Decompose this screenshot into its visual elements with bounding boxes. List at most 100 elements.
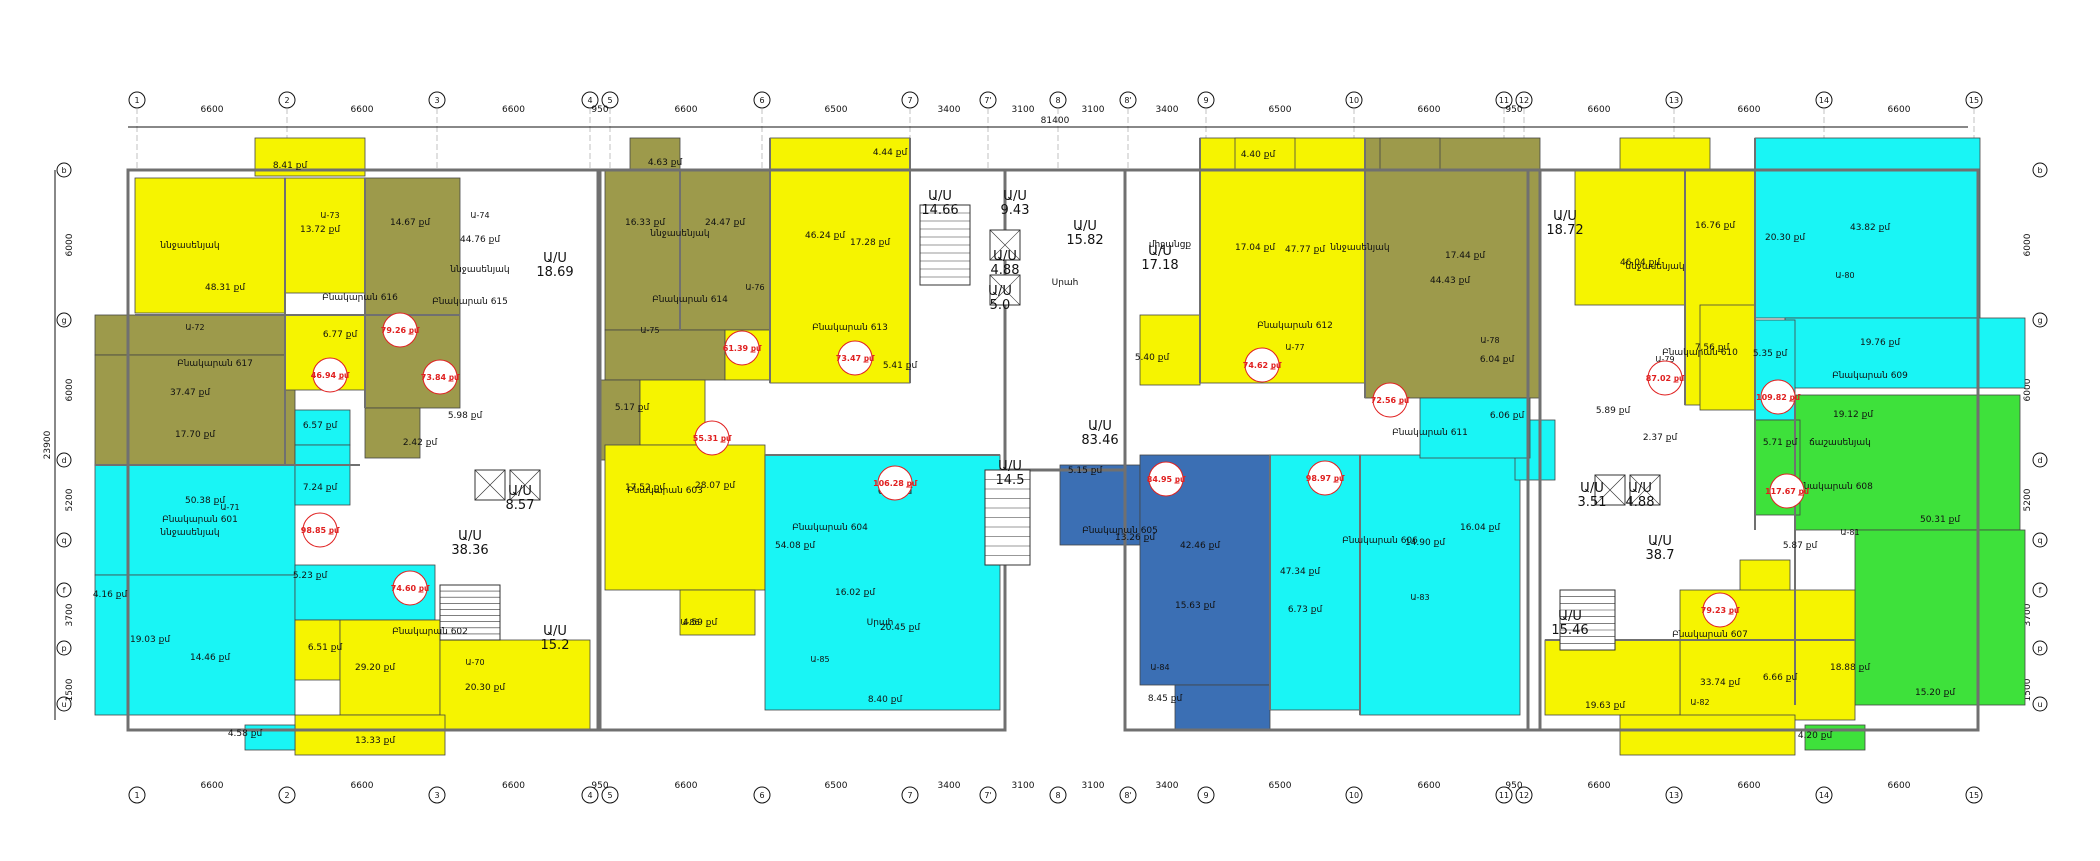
area-badge [392,570,428,606]
room-area: 17.52 քմ [625,483,665,493]
common-area-value: 15.2 [541,638,570,653]
room-fill [1139,314,1201,386]
area-badge-value: 109.82 քմ [1756,393,1801,402]
axis-bubble [1049,786,1067,804]
apartment-label: Բնակարան 616 [322,293,398,303]
room-area: 6.04 քմ [1480,355,1515,365]
room-fill [284,177,366,294]
room-area: 6.77 քմ [323,330,358,340]
elevator-cross [989,229,1021,261]
room-fill [294,409,351,446]
area-badge [1769,473,1805,509]
room-name: ննջասենյակ [159,241,219,251]
axis-label: 2 [284,791,289,800]
axis-bubble [2032,532,2048,548]
room-area: 33.74 քմ [1700,678,1740,688]
common-area-value: 18.69 [536,265,573,280]
axis-label: b [61,166,66,175]
axis-dimension: 6600 [1888,781,1911,791]
axis-label: f [63,586,66,595]
axis-dimension: 6600 [201,105,224,115]
axis-label: 8' [1124,96,1131,105]
common-area-label: Ա/Ս [458,529,482,544]
room-fill [294,444,351,506]
axis-label: g [2037,316,2042,325]
axis-label: 7' [984,96,991,105]
axis-label: 8 [1055,96,1060,105]
common-area-label: Ա/Ս [928,189,952,204]
axis-dimension: 6600 [1588,105,1611,115]
axis-dimension: 950 [591,781,608,791]
common-area-value: 4.88 [1626,495,1655,510]
axis-dimension: 6600 [1418,105,1441,115]
axis-dimension: 6600 [1888,105,1911,115]
room-area: 15.20 քմ [1915,688,1955,698]
room-area: 37.47 քմ [170,388,210,398]
room-area: 8.45 քմ [1148,694,1183,704]
room-fill [604,329,726,381]
room-fill [1619,714,1796,756]
room-area: 8.41 քմ [273,161,308,171]
axis-label: 1 [134,791,139,800]
elevator-cross [1594,474,1626,506]
room-area: 4.59 քմ [683,618,718,628]
room-area: 24.47 քմ [705,218,745,228]
axis-dimension: 6500 [1269,781,1292,791]
axis-label: 12 [1519,791,1529,800]
room-area: 13.26 քմ [1115,533,1155,543]
axis-dimension: 3400 [938,781,961,791]
area-badge-value: 98.97 քմ [1306,474,1345,483]
area-badge [382,312,418,348]
room-area: 8.40 քմ [868,695,903,705]
apartment-label: Բնակարան 603 [627,486,703,496]
axis-label: g [61,316,66,325]
room-area: 5.89 քմ [1596,406,1631,416]
side-dimension: 6000 [65,378,75,401]
room-area: 20.30 քմ [1765,233,1805,243]
axis-dimension: 950 [1505,105,1522,115]
apartment-label: Բնակարան 607 [1672,630,1748,640]
axis-bubble [753,786,771,804]
axis-label: 12 [1519,96,1529,105]
room-area: 46.24 քմ [805,231,845,241]
room-area: 6.57 քմ [303,421,338,431]
area-badge [837,340,873,376]
room-area: 19.63 քմ [1585,701,1625,711]
room-code: Ա-82 [1690,698,1709,707]
room-name: ճաշասենյակ [1809,438,1871,448]
room-name: Սրահ [1052,278,1079,288]
room-fill [1754,137,1981,319]
common-area-label: Ա/Ս [1628,481,1652,496]
building-outline [126,168,600,732]
room-name: Սրահ [867,618,894,628]
axis-bubble [1197,786,1215,804]
axis-dimension: 6600 [502,105,525,115]
area-badge [694,420,730,456]
axis-bubble [56,312,72,328]
room-fill [339,619,441,716]
area-badge [724,330,760,366]
room-area: 4.44 քմ [873,148,908,158]
common-area-value: 8.57 [506,498,535,513]
room-area: 6.66 քմ [1763,673,1798,683]
vertical-total-label: 23900 [43,430,53,459]
room-name: ննջասենյակ [649,229,709,239]
area-badge-value: 79.26 քմ [381,326,420,335]
axis-bubble [1515,786,1533,804]
axis-dimension: 6600 [675,781,698,791]
room-fill [1199,137,1366,384]
area-badge [1244,347,1280,383]
room-fill [1854,529,2026,706]
axis-dimension: 3400 [1156,105,1179,115]
room-area: 6.73 քմ [1288,605,1323,615]
common-area-value: 38.7 [1646,548,1675,563]
room-fill [1544,639,1681,716]
common-area-label: Ա/Ս [1088,419,1112,434]
axis-label: u [61,700,66,709]
axis-bubble [1119,786,1137,804]
axis-label: 2 [284,96,289,105]
room-fill [1419,397,1531,459]
axis-dimension: 950 [591,105,608,115]
room-area: 16.04 քմ [1460,523,1500,533]
